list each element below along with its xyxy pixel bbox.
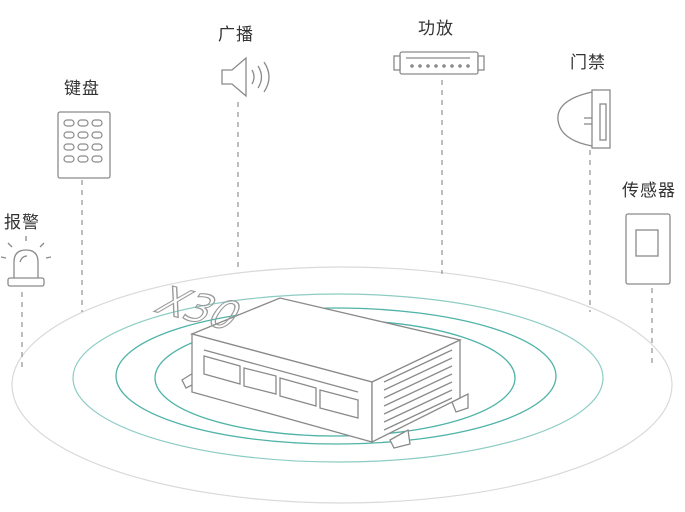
sensor-panel-icon	[625, 213, 671, 285]
label-amp: 功放	[418, 19, 454, 39]
middle-ring	[72, 293, 604, 463]
keypad-icon	[57, 111, 111, 179]
label-speaker: 广播	[218, 25, 254, 45]
label-keypad: 键盘	[64, 79, 100, 99]
outer-ring	[11, 266, 673, 504]
inner-ring-1	[115, 307, 557, 445]
x30-device: X30	[146, 278, 469, 449]
label-door: 门禁	[570, 53, 606, 73]
amplifier-icon	[393, 51, 485, 75]
label-sensor: 传感器	[622, 181, 676, 201]
door-lock-icon	[557, 89, 611, 149]
speaker-icon	[221, 56, 270, 98]
label-alarm: 报警	[4, 213, 40, 233]
siren-icon	[0, 236, 52, 287]
